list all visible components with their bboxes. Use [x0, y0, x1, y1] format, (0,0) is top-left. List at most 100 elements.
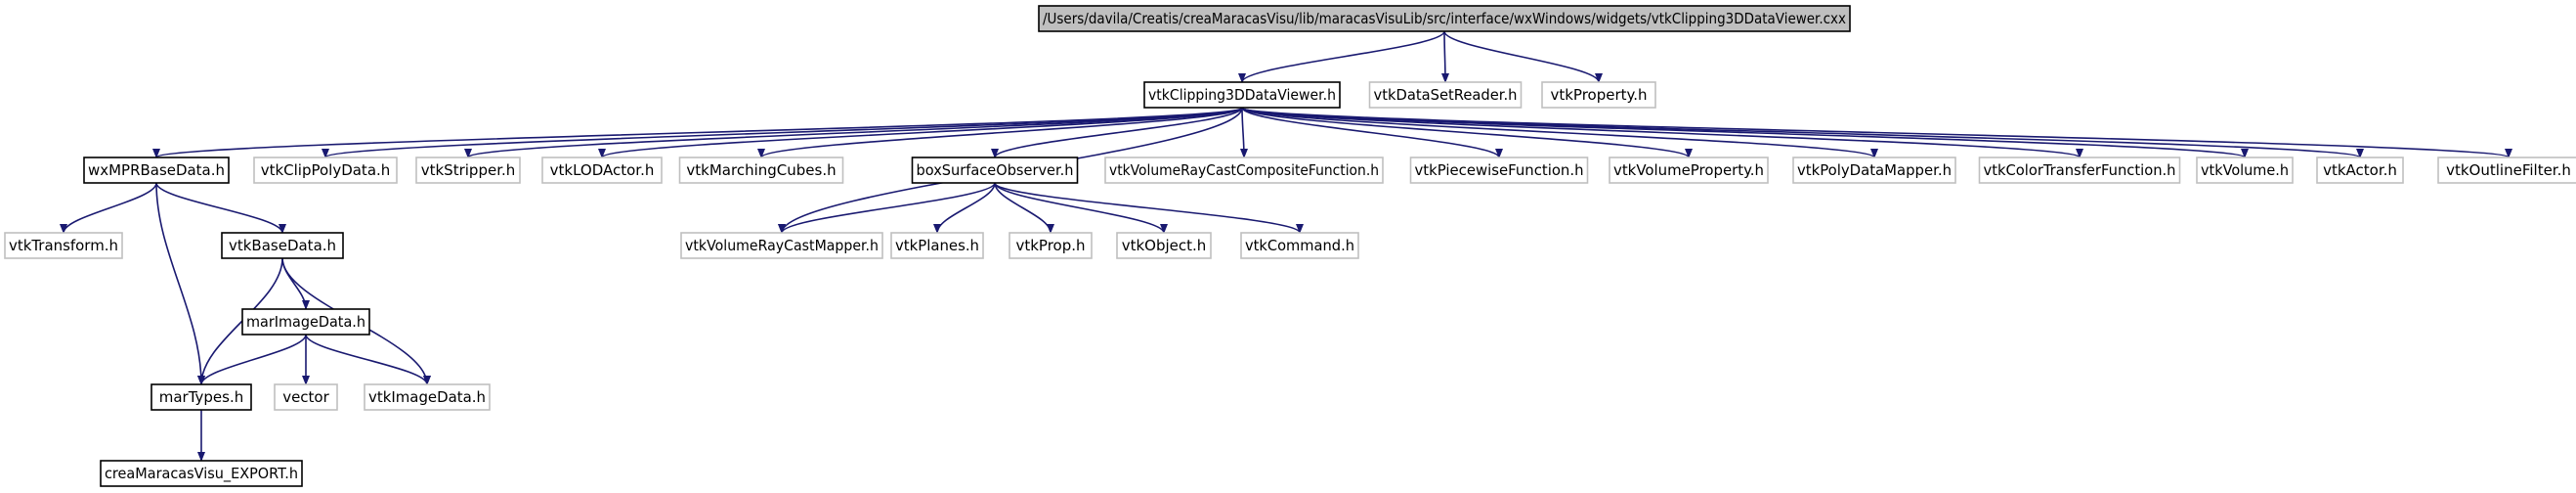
edge-root-to-vtk-clipping3-ddata-viewer-h [1238, 30, 1445, 83]
edge-wx-mprbase-data-h-to-vtk-base-data-h [155, 182, 286, 234]
edge-vtk-clipping3-ddata-viewer-h-to-vtk-volume-h [1241, 107, 2249, 158]
node-box [2437, 157, 2576, 184]
node-vtk-clipping3-ddata-viewer-h[interactable]: vtkClipping3DDataViewer.h [1143, 81, 1341, 109]
node-box [241, 308, 370, 336]
edge-vtk-clipping3-ddata-viewer-h-to-vtk-volume-ray-cast-composite-function-h [1239, 107, 1248, 158]
edge-vtk-clipping3-ddata-viewer-h-to-vtk-outline-filter-h [1241, 107, 2512, 158]
node-vtk-poly-data-mapper-h: vtkPolyDataMapper.h [1792, 157, 1956, 184]
node-crea-maracas-visu-export-h[interactable]: creaMaracasVisu_EXPORT.h [100, 460, 303, 487]
node-vtk-volume-property-h: vtkVolumeProperty.h [1609, 157, 1769, 184]
node-label: /Users/davila/Creatis/creaMaracasVisu/li… [1043, 10, 1846, 27]
node-vtk-planes-h: vtkPlanes.h [890, 232, 984, 259]
node-box [1609, 157, 1769, 184]
node-label: marTypes.h [159, 388, 244, 406]
node-vtk-volume-h: vtkVolume.h [2196, 157, 2294, 184]
node-root[interactable]: /Users/davila/Creatis/creaMaracasVisu/li… [1038, 5, 1851, 32]
node-box [1104, 157, 1384, 184]
edge-vtk-clipping3-ddata-viewer-h-to-vtk-piecewise-function-h [1241, 107, 1503, 158]
node-box [541, 157, 663, 184]
node-vtk-outline-filter-h: vtkOutlineFilter.h [2437, 157, 2576, 184]
node-box [274, 383, 338, 411]
node-box [415, 157, 521, 184]
edge-mar-image-data-h-to-mar-types-h [197, 334, 307, 385]
node-box-surface-observer-h[interactable]: boxSurfaceObserver.h [911, 157, 1079, 184]
edge-box-surface-observer-h-to-vtk-planes-h [933, 182, 996, 234]
node-box [221, 232, 344, 259]
node-vtk-property-h: vtkProperty.h [1541, 81, 1656, 109]
node-wx-mprbase-data-h[interactable]: wxMPRBaseData.h [83, 157, 230, 184]
node-vector: vector [274, 383, 338, 411]
node-label: vtkPiecewiseFunction.h [1415, 161, 1584, 179]
node-label: vtkColorTransferFunction.h [1984, 161, 2176, 179]
node-label: vtkTransform.h [9, 237, 118, 254]
edge-root-to-vtk-property-h [1443, 30, 1603, 83]
node-box [4, 232, 123, 259]
node-label: vtkDataSetReader.h [1374, 86, 1518, 104]
edge-box-surface-observer-h-to-vtk-prop-h [994, 182, 1054, 234]
edge-vtk-base-data-h-to-mar-image-data-h [281, 257, 310, 310]
edge-vtk-clipping3-ddata-viewer-h-to-wx-mprbase-data-h [152, 107, 1243, 158]
node-label: boxSurfaceObserver.h [917, 161, 1074, 179]
node-vtk-transform-h: vtkTransform.h [4, 232, 123, 259]
node-box [83, 157, 230, 184]
node-box [100, 460, 303, 487]
node-vtk-stripper-h: vtkStripper.h [415, 157, 521, 184]
node-box [911, 157, 1079, 184]
node-label: vtkBaseData.h [229, 237, 336, 254]
node-box [1009, 232, 1093, 259]
node-label: vtkProp.h [1015, 237, 1085, 254]
node-box [2196, 157, 2294, 184]
node-box [1792, 157, 1956, 184]
node-label: vtkOutlineFilter.h [2446, 161, 2571, 179]
node-box [890, 232, 984, 259]
node-label: vtkClipping3DDataViewer.h [1148, 86, 1336, 104]
node-label: vtkMarchingCubes.h [686, 161, 836, 179]
node-box [1409, 157, 1589, 184]
edge-mar-image-data-h-to-vtk-image-data-h [305, 334, 431, 385]
edge-box-surface-observer-h-to-vtk-command-h [994, 182, 1304, 234]
node-vtk-color-transfer-function-h: vtkColorTransferFunction.h [1978, 157, 2181, 184]
edge-wx-mprbase-data-h-to-vtk-transform-h [60, 182, 157, 234]
node-label: vtkObject.h [1122, 237, 1207, 254]
node-label: vtkImageData.h [368, 388, 486, 406]
node-box [1038, 5, 1851, 32]
edge-vtk-clipping3-ddata-viewer-h-to-vtk-lodactor-h [598, 107, 1243, 158]
node-vtk-volume-ray-cast-mapper-h: vtkVolumeRayCastMapper.h [680, 232, 883, 259]
node-vtk-volume-ray-cast-composite-function-h: vtkVolumeRayCastCompositeFunction.h [1104, 157, 1384, 184]
node-vtk-marching-cubes-h: vtkMarchingCubes.h [678, 157, 844, 184]
node-mar-image-data-h[interactable]: marImageData.h [241, 308, 370, 336]
node-label: vtkActor.h [2323, 161, 2397, 179]
node-label: vtkPolyDataMapper.h [1797, 161, 1952, 179]
node-label: vtkStripper.h [421, 161, 516, 179]
node-label: vtkPlanes.h [895, 237, 979, 254]
node-label: vtkVolumeProperty.h [1613, 161, 1764, 179]
node-box [150, 383, 252, 411]
edge-root-to-vtk-data-set-reader-h [1440, 30, 1449, 83]
node-vtk-object-h: vtkObject.h [1116, 232, 1212, 259]
node-label: vtkVolumeRayCastCompositeFunction.h [1109, 161, 1379, 179]
edge-wx-mprbase-data-h-to-mar-types-h [155, 182, 205, 385]
edge-box-surface-observer-h-to-vtk-object-h [994, 182, 1168, 234]
node-label: creaMaracasVisu_EXPORT.h [105, 465, 298, 483]
nodes-layer: /Users/davila/Creatis/creaMaracasVisu/li… [4, 5, 2576, 487]
node-vtk-base-data-h[interactable]: vtkBaseData.h [221, 232, 344, 259]
node-box [364, 383, 491, 411]
edge-vtk-clipping3-ddata-viewer-h-to-vtk-color-transfer-function-h [1241, 107, 2083, 158]
node-label: vtkVolume.h [2201, 161, 2289, 179]
node-vtk-piecewise-function-h: vtkPiecewiseFunction.h [1409, 157, 1589, 184]
node-vtk-actor-h: vtkActor.h [2316, 157, 2404, 184]
edge-vtk-clipping3-ddata-viewer-h-to-vtk-volume-property-h [1241, 107, 1693, 158]
node-vtk-data-set-reader-h: vtkDataSetReader.h [1368, 81, 1523, 109]
node-label: vector [282, 388, 329, 406]
node-label: vtkLODActor.h [550, 161, 655, 179]
node-mar-types-h[interactable]: marTypes.h [150, 383, 252, 411]
node-label: wxMPRBaseData.h [88, 161, 225, 179]
edge-vtk-clipping3-ddata-viewer-h-to-vtk-poly-data-mapper-h [1241, 107, 1878, 158]
edge-box-surface-observer-h-to-vtk-volume-ray-cast-mapper-h [778, 182, 996, 234]
node-box [253, 157, 398, 184]
node-box [1368, 81, 1523, 109]
edge-vtk-clipping3-ddata-viewer-h-to-vtk-marching-cubes-h [757, 107, 1243, 158]
node-label: vtkProperty.h [1550, 86, 1647, 104]
node-vtk-image-data-h: vtkImageData.h [364, 383, 491, 411]
